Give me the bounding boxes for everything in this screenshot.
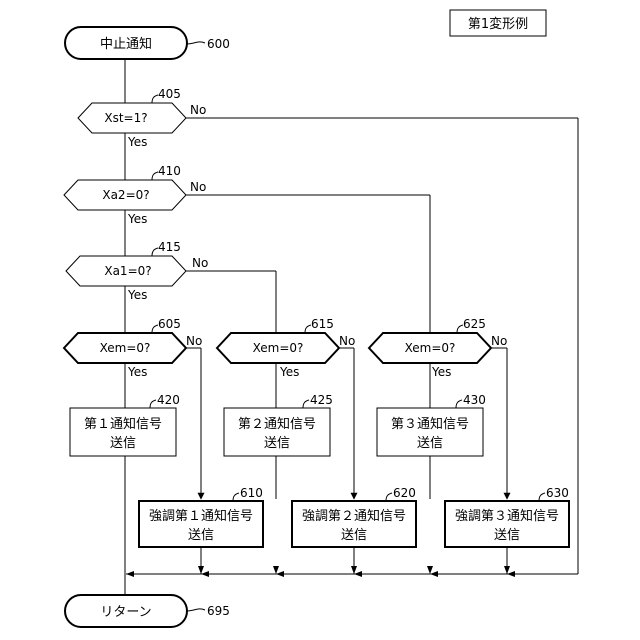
arrow bbox=[198, 566, 204, 574]
ref-number: 600 bbox=[207, 37, 230, 51]
ref-leader bbox=[187, 609, 205, 611]
end-terminal: リターン bbox=[65, 595, 187, 627]
ref-number: 410 bbox=[158, 164, 181, 178]
svg-text:Xem=0?: Xem=0? bbox=[100, 341, 151, 355]
ref-leader bbox=[456, 400, 462, 408]
svg-text:送信: 送信 bbox=[188, 528, 214, 543]
svg-text:Xem=0?: Xem=0? bbox=[405, 341, 456, 355]
ref-leader bbox=[187, 42, 205, 44]
ref-number: 420 bbox=[157, 393, 180, 407]
arrow bbox=[276, 571, 284, 577]
no-label: No bbox=[186, 334, 202, 348]
svg-text:中止通知: 中止通知 bbox=[100, 36, 152, 52]
arrow bbox=[427, 566, 433, 574]
ref-number: 405 bbox=[158, 87, 181, 101]
svg-text:第２通知信号: 第２通知信号 bbox=[238, 416, 316, 432]
svg-text:送信: 送信 bbox=[494, 528, 520, 543]
decision-410: Xa2=0? bbox=[64, 180, 186, 210]
svg-text:第1変形例: 第1変形例 bbox=[468, 16, 528, 32]
arrow bbox=[351, 566, 357, 574]
ref-number: 625 bbox=[463, 317, 486, 331]
svg-text:Xst=1?: Xst=1? bbox=[104, 111, 147, 125]
start-terminal: 中止通知 bbox=[65, 27, 187, 59]
yes-label: Yes bbox=[127, 212, 147, 226]
ref-leader bbox=[386, 493, 392, 501]
svg-text:送信: 送信 bbox=[341, 528, 367, 543]
arrow bbox=[507, 571, 515, 577]
svg-text:送信: 送信 bbox=[417, 436, 443, 451]
svg-text:送信: 送信 bbox=[264, 436, 290, 451]
arrow bbox=[201, 571, 209, 577]
no-label: No bbox=[190, 103, 206, 117]
ref-number: 620 bbox=[393, 486, 416, 500]
ref-number: 615 bbox=[311, 317, 334, 331]
yes-label: Yes bbox=[127, 365, 147, 379]
process-425: 第２通知信号 送信 bbox=[224, 408, 330, 456]
process-620: 強調第２通知信号 送信 bbox=[292, 501, 416, 547]
ref-number: 605 bbox=[158, 317, 181, 331]
decision-605: Xem=0? bbox=[64, 333, 186, 363]
arrow bbox=[430, 571, 438, 577]
arrow bbox=[504, 566, 510, 574]
ref-number: 425 bbox=[310, 393, 333, 407]
yes-label: Yes bbox=[127, 288, 147, 302]
ref-number: 695 bbox=[207, 604, 230, 618]
yes-label: Yes bbox=[431, 365, 451, 379]
svg-text:リターン: リターン bbox=[100, 605, 151, 620]
no-label: No bbox=[192, 256, 208, 270]
process-420: 第１通知信号 送信 bbox=[70, 408, 176, 456]
ref-number: 610 bbox=[240, 486, 263, 500]
process-630: 強調第３通知信号 送信 bbox=[445, 501, 569, 547]
no-label: No bbox=[339, 334, 355, 348]
no-label: No bbox=[190, 180, 206, 194]
process-430: 第３通知信号 送信 bbox=[377, 408, 483, 456]
arrow bbox=[126, 571, 134, 577]
svg-text:第１通知信号: 第１通知信号 bbox=[84, 416, 162, 432]
ref-leader bbox=[303, 400, 309, 408]
svg-text:Xa2=0?: Xa2=0? bbox=[102, 188, 149, 202]
ref-leader bbox=[539, 493, 545, 501]
yes-label: Yes bbox=[279, 365, 299, 379]
ref-number: 630 bbox=[546, 486, 569, 500]
no-label: No bbox=[491, 334, 507, 348]
figure-label: 第1変形例 bbox=[450, 10, 546, 36]
yes-label: Yes bbox=[127, 135, 147, 149]
decision-625: Xem=0? bbox=[369, 333, 491, 363]
decision-615: Xem=0? bbox=[217, 333, 339, 363]
decision-405: Xst=1? bbox=[78, 103, 186, 133]
svg-text:Xem=0?: Xem=0? bbox=[253, 341, 304, 355]
svg-text:Xa1=0?: Xa1=0? bbox=[104, 264, 151, 278]
process-610: 強調第１通知信号 送信 bbox=[139, 501, 263, 547]
svg-text:強調第２通知信号: 強調第２通知信号 bbox=[302, 508, 406, 524]
svg-text:強調第１通知信号: 強調第１通知信号 bbox=[149, 508, 253, 524]
svg-text:強調第３通知信号: 強調第３通知信号 bbox=[455, 508, 559, 524]
arrow bbox=[354, 571, 362, 577]
ref-number: 430 bbox=[463, 393, 486, 407]
ref-number: 415 bbox=[158, 240, 181, 254]
ref-leader bbox=[233, 493, 239, 501]
svg-text:第３通知信号: 第３通知信号 bbox=[391, 416, 469, 432]
arrow bbox=[273, 566, 279, 574]
decision-415: Xa1=0? bbox=[66, 256, 186, 286]
ref-leader bbox=[150, 400, 156, 408]
svg-text:送信: 送信 bbox=[110, 436, 136, 451]
